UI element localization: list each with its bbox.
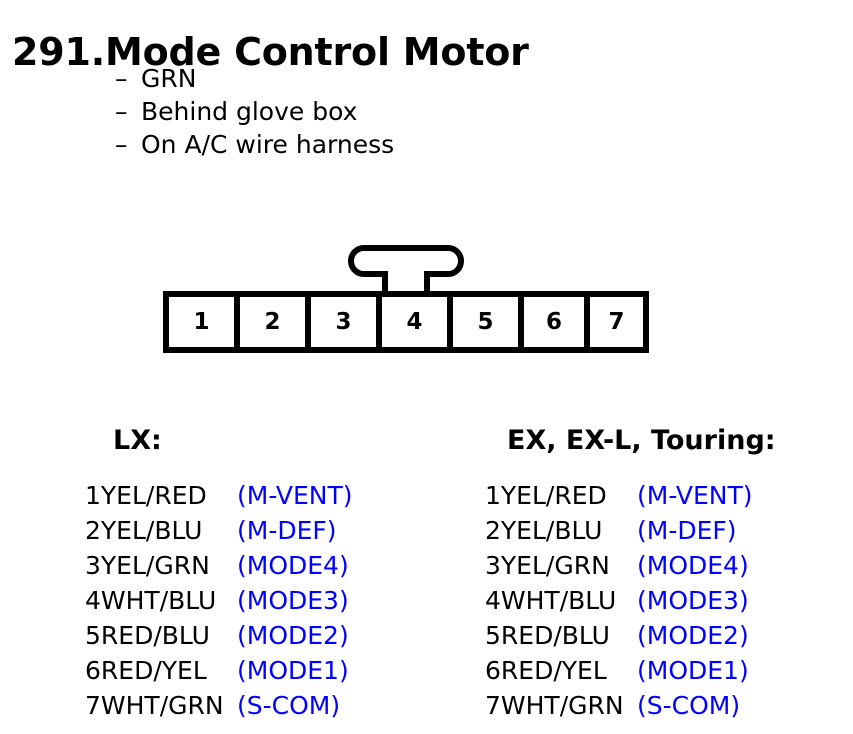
pin-signal-label: (MODE2) [637, 621, 749, 650]
pinout-row: 4WHT/BLU (MODE3) [485, 583, 853, 618]
pin-wire-label: 6RED/YEL [85, 656, 207, 685]
pin-cell-1: 1 [169, 297, 240, 347]
pinout-column-lx: LX: 1YEL/RED (M-VENT) 2YEL/BLU (M-DEF) 3… [85, 424, 445, 723]
pinout-row: 3YEL/GRN (MODE4) [485, 548, 853, 583]
pin-cell-2: 2 [240, 297, 311, 347]
pin-signal-label: (M-DEF) [637, 516, 737, 545]
pin-cell-7: 7 [590, 297, 643, 347]
pin-signal-label: (MODE1) [637, 656, 749, 685]
pin-strip: 1 2 3 4 5 6 7 [163, 291, 649, 353]
latch-stem-cover [388, 265, 424, 277]
pin-cell-6: 6 [524, 297, 590, 347]
list-item: – On A/C wire harness [115, 128, 715, 161]
pinout-row: 3YEL/GRN (MODE4) [85, 548, 445, 583]
pinout-row: 4WHT/BLU (MODE3) [85, 583, 445, 618]
dash-bullet-icon: – [115, 130, 128, 159]
pin-wire-label: 5RED/BLU [85, 621, 210, 650]
pin-cell-5: 5 [453, 297, 524, 347]
pin-signal-label: (MODE2) [237, 621, 349, 650]
pin-signal-label: (MODE4) [237, 551, 349, 580]
pin-wire-label: 2YEL/BLU [85, 516, 203, 545]
pinout-row: 1YEL/RED (M-VENT) [85, 478, 445, 513]
list-item: – Behind glove box [115, 95, 715, 128]
pin-wire-label: 1YEL/RED [85, 481, 207, 510]
pin-wire-label: 4WHT/BLU [485, 586, 617, 615]
pin-wire-label: 6RED/YEL [485, 656, 607, 685]
pinout-row: 2YEL/BLU (M-DEF) [485, 513, 853, 548]
pin-number: 7 [608, 308, 625, 335]
pin-number: 4 [406, 308, 423, 335]
pinout-row: 6RED/YEL (MODE1) [485, 653, 853, 688]
pinout-row: 2YEL/BLU (M-DEF) [85, 513, 445, 548]
pin-wire-label: 5RED/BLU [485, 621, 610, 650]
pin-wire-label: 4WHT/BLU [85, 586, 217, 615]
pin-wire-label: 1YEL/RED [485, 481, 607, 510]
pin-wire-label: 2YEL/BLU [485, 516, 603, 545]
pinout-row: 6RED/YEL (MODE1) [85, 653, 445, 688]
pin-signal-label: (MODE1) [237, 656, 349, 685]
connector-diagram: 1 2 3 4 5 6 7 [163, 245, 649, 353]
pin-signal-label: (MODE3) [237, 586, 349, 615]
list-item: – GRN [115, 62, 715, 95]
pin-wire-label: 7WHT/GRN [485, 691, 624, 720]
pin-wire-label: 7WHT/GRN [85, 691, 224, 720]
notes-list: – GRN – Behind glove box – On A/C wire h… [115, 62, 715, 161]
pin-wire-label: 3YEL/GRN [85, 551, 210, 580]
pin-signal-label: (M-VENT) [637, 481, 753, 510]
pinout-row: 7WHT/GRN (S-COM) [485, 688, 853, 723]
page-title: 291.Mode Control Motor [12, 30, 529, 75]
pin-number: 3 [335, 308, 352, 335]
note-text: Behind glove box [141, 97, 358, 126]
note-text: GRN [141, 64, 197, 93]
pinout-row: 7WHT/GRN (S-COM) [85, 688, 445, 723]
pinout-row: 5RED/BLU (MODE2) [85, 618, 445, 653]
pinout-column-ex: EX, EX-L, Touring: 1YEL/RED (M-VENT) 2YE… [485, 424, 853, 723]
pinout-row: 1YEL/RED (M-VENT) [485, 478, 853, 513]
pin-signal-label: (S-COM) [637, 691, 741, 720]
pinout-row: 5RED/BLU (MODE2) [485, 618, 853, 653]
pin-number: 5 [477, 308, 494, 335]
note-text: On A/C wire harness [141, 130, 395, 159]
pin-number: 1 [193, 308, 210, 335]
pin-wire-label: 3YEL/GRN [485, 551, 610, 580]
pin-cell-4: 4 [382, 297, 453, 347]
pin-cell-3: 3 [311, 297, 382, 347]
pin-number: 6 [545, 308, 562, 335]
dash-bullet-icon: – [115, 64, 128, 93]
pin-number: 2 [264, 308, 281, 335]
latch-tab-icon [348, 245, 464, 296]
pin-signal-label: (M-VENT) [237, 481, 353, 510]
dash-bullet-icon: – [115, 97, 128, 126]
pinout-heading: LX: [113, 425, 162, 456]
pin-signal-label: (M-DEF) [237, 516, 337, 545]
pin-signal-label: (MODE3) [637, 586, 749, 615]
pin-signal-label: (S-COM) [237, 691, 341, 720]
pin-signal-label: (MODE4) [637, 551, 749, 580]
pinout-heading: EX, EX-L, Touring: [507, 425, 776, 456]
